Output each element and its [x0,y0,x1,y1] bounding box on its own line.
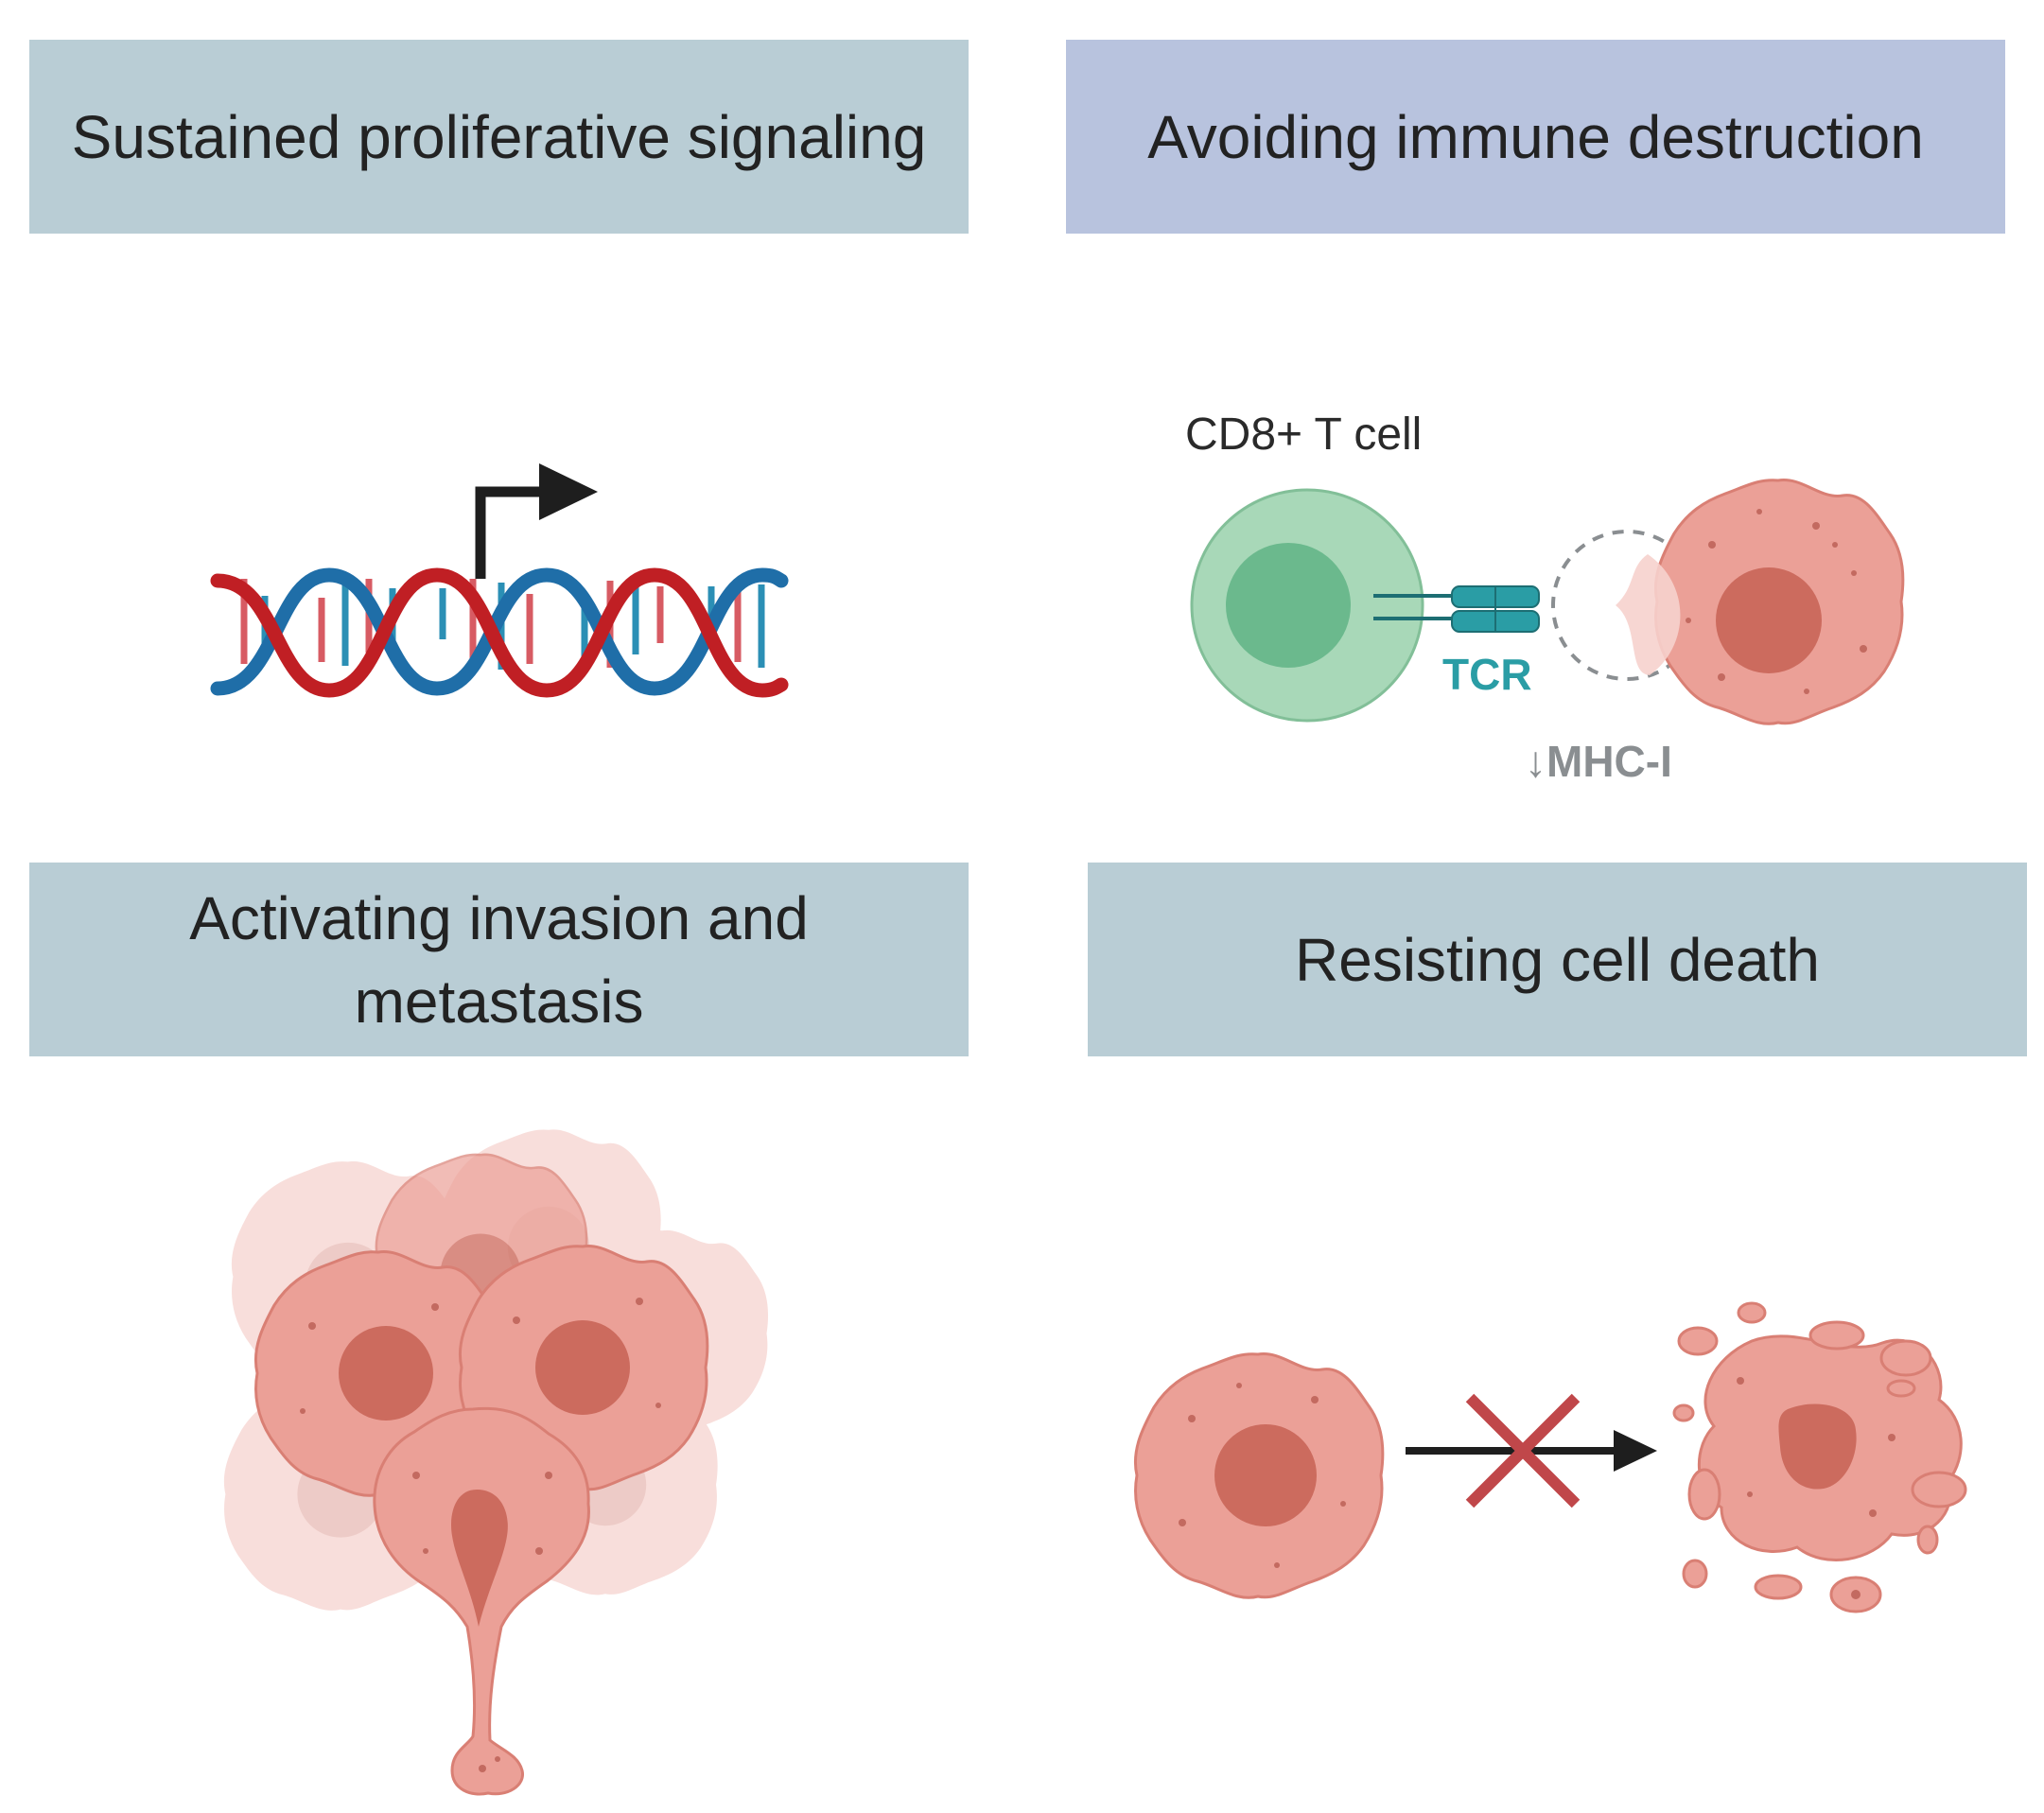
panel-header-proliferative-signaling: Sustained proliferative signaling [29,40,969,234]
panel-title: Sustained proliferative signaling [71,102,927,171]
transcription-arrow-icon [475,463,598,579]
tcr-label: TCR [1442,650,1532,699]
panel-title: Resisting cell death [1295,925,1820,994]
dna-helix-icon [210,567,789,698]
apoptotic-cell-icon [1672,1301,1967,1613]
blocked-arrow-icon [1406,1393,1657,1508]
tumor-cell-icon [1653,479,1905,725]
tumor-cell-icon [1133,1352,1385,1599]
t-cell-label: CD8+ T cell [1185,410,1423,460]
mhc-label: ↓MHC-I [1525,737,1672,786]
panel-header-immune-destruction: Avoiding immune destruction [1066,40,2005,234]
t-cell-icon [1190,488,1424,723]
tumor-cell-overlap [1616,554,1681,675]
tcr-receptor-icon [1373,585,1540,633]
panel-header-resisting-cell-death: Resisting cell death [1088,863,2027,1056]
cell-cluster-icon [223,1129,769,1796]
panel-title: Activating invasion and metastasis [189,883,809,1036]
panel-header-invasion-metastasis: Activating invasion and metastasis [29,863,969,1056]
panel-title: Avoiding immune destruction [1147,102,1924,171]
